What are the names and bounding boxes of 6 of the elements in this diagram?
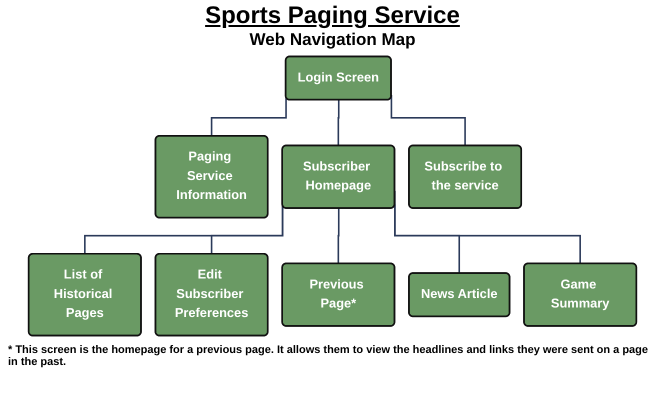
connector <box>390 94 466 147</box>
footnote: * This screen is the homepage for a previous page. It allows them to view the headlines and links they were sent on a page in the past. <box>8 344 650 368</box>
connector <box>338 208 340 265</box>
connector <box>338 100 340 147</box>
diagram-subtitle: Web Navigation Map <box>248 30 416 50</box>
diagram-title: Sports Paging Service <box>204 2 461 30</box>
